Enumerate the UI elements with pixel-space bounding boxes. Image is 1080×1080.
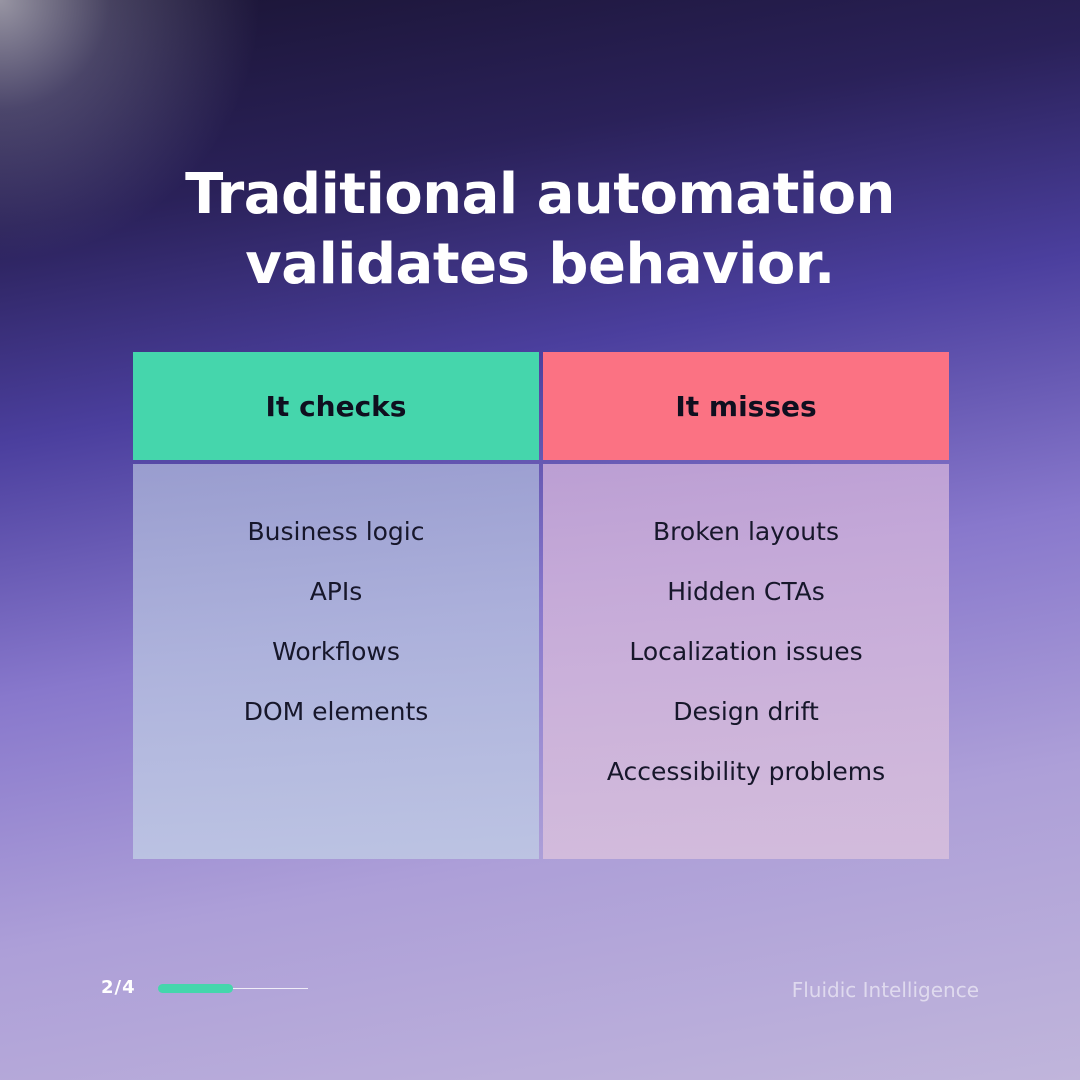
checks-item: Workflows [272, 637, 400, 666]
misses-header: It misses [543, 352, 949, 460]
slide-title-line-1: Traditional automation [185, 162, 895, 227]
checks-header: It checks [133, 352, 539, 460]
slide-title: Traditional automation validates behavio… [0, 160, 1080, 300]
misses-list: Broken layouts Hidden CTAs Localization … [543, 502, 949, 802]
brand-name: Fluidic Intelligence [791, 978, 979, 1002]
misses-item: Localization issues [629, 637, 863, 666]
progress-bar [158, 984, 308, 994]
checks-item: APIs [309, 577, 363, 606]
comparison-table: It checks It misses Business logic APIs … [133, 352, 949, 859]
misses-column: Broken layouts Hidden CTAs Localization … [543, 464, 949, 859]
progress-track [158, 988, 308, 989]
checks-item: Business logic [247, 517, 425, 546]
checks-column: Business logic APIs Workflows DOM elemen… [133, 464, 539, 859]
misses-item: Accessibility problems [606, 757, 886, 786]
misses-item: Hidden CTAs [667, 577, 825, 606]
page-indicator: 2/4 [101, 977, 136, 998]
misses-item: Design drift [673, 697, 819, 726]
checks-list: Business logic APIs Workflows DOM elemen… [133, 502, 539, 742]
slide-title-line-2: validates behavior. [245, 232, 835, 297]
misses-item: Broken layouts [653, 517, 839, 546]
checks-item: DOM elements [243, 697, 429, 726]
progress-fill [158, 984, 233, 993]
